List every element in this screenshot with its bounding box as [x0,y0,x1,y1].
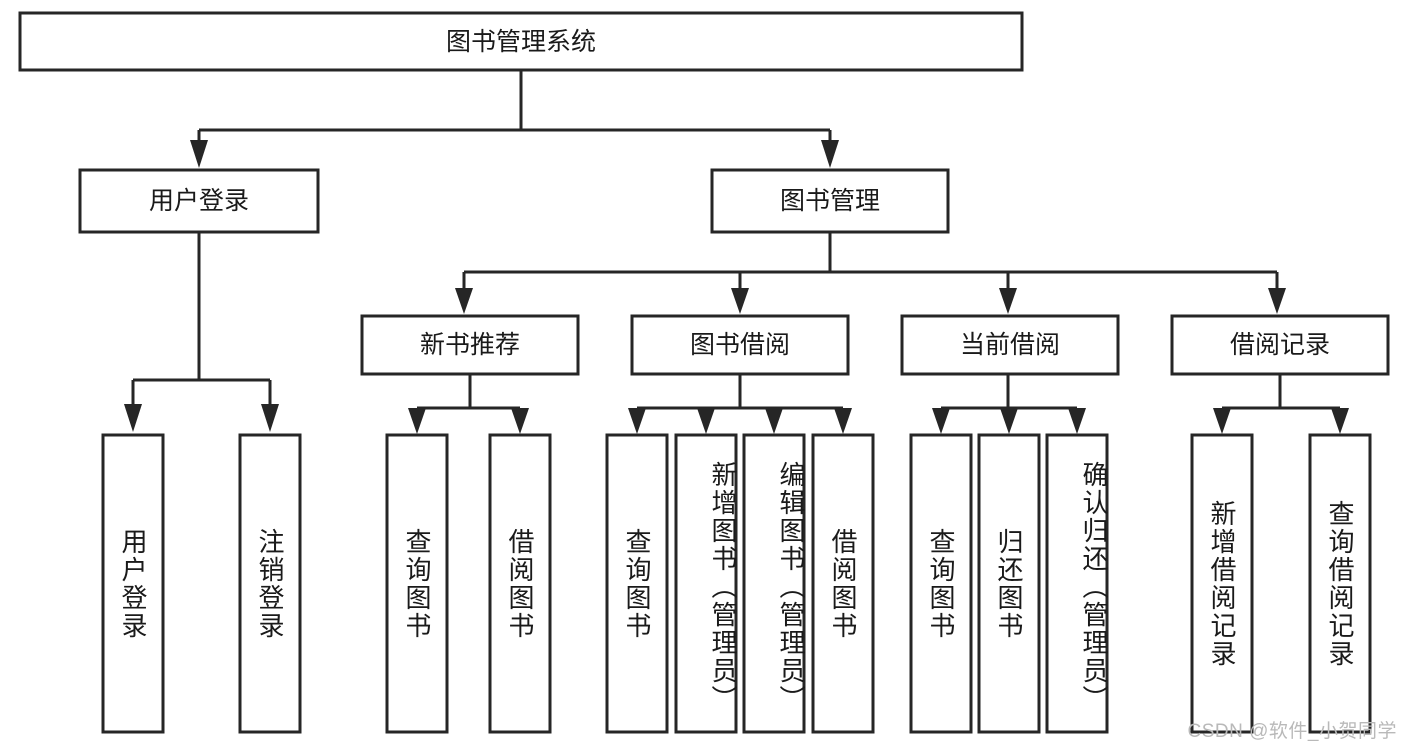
arrow-head-book-borrow [731,288,749,314]
arrow-head-leaf-borrow-book-2 [834,408,852,434]
connector-group-borrow-record [1213,374,1349,434]
connector-group-new-book-recommend [408,374,529,434]
arrow-head-current-borrow [999,288,1017,314]
csdn-watermark: CSDN @软件_小贺同学 [1187,721,1397,742]
arrow-head-leaf-add-book [697,408,715,434]
connector-group-root [190,70,839,168]
node-box-leaf-borrow-book-1[interactable] [488,433,552,734]
arrow-head-leaf-logout-login [261,404,279,432]
arrow-head-leaf-query-book-2 [628,408,646,434]
connector-group-user-login [124,232,279,432]
arrow-head-leaf-edit-book [765,408,783,434]
arrow-head-leaf-confirm-return [1068,408,1086,434]
connector-group-current-borrow [932,374,1086,434]
node-box-leaf-query-book-2[interactable] [605,433,669,734]
arrow-head-leaf-query-book-1 [408,408,426,434]
arrow-head-leaf-borrow-book-1 [511,408,529,434]
node-box-book-manage[interactable] [710,168,950,234]
arrow-head-leaf-query-book-3 [932,408,950,434]
node-box-leaf-query-book-3[interactable] [909,433,973,734]
node-box-current-borrow[interactable] [900,314,1120,376]
node-box-leaf-logout-login[interactable] [238,433,302,734]
arrow-head-user-login [190,140,208,168]
arrow-head-leaf-user-login [124,404,142,432]
node-box-root[interactable] [18,11,1024,72]
node-box-book-borrow[interactable] [630,314,850,376]
connector-group-book-manage [455,232,1286,314]
node-box-user-login[interactable] [78,168,320,234]
node-box-leaf-add-record[interactable] [1190,433,1254,734]
arrow-head-new-book-recommend [455,288,473,314]
node-box-leaf-user-login[interactable] [101,433,165,734]
node-box-leaf-confirm-return[interactable] [1045,433,1109,734]
arrow-head-borrow-record [1268,288,1286,314]
node-label-current-borrow: 当前借阅 [960,331,1060,359]
node-label-book-manage: 图书管理 [780,187,880,215]
node-box-leaf-query-book-1[interactable] [385,433,449,734]
node-box-leaf-query-record[interactable] [1308,433,1372,734]
node-box-leaf-edit-book[interactable] [742,433,806,734]
node-box-new-book-recommend[interactable] [360,314,580,376]
connector-group-book-borrow [628,374,852,434]
node-box-borrow-record[interactable] [1170,314,1390,376]
node-label-book-borrow: 图书借阅 [690,331,790,359]
node-box-leaf-return-book[interactable] [977,433,1041,734]
node-label-new-book-recommend: 新书推荐 [420,331,520,359]
arrow-head-leaf-add-record [1213,408,1231,434]
node-label-user-login: 用户登录 [149,187,249,215]
node-box-leaf-add-book[interactable] [674,433,738,734]
arrow-head-leaf-query-record [1331,408,1349,434]
node-label-root: 图书管理系统 [446,28,596,56]
arrow-head-book-manage [821,140,839,168]
node-label-borrow-record: 借阅记录 [1230,331,1330,359]
node-box-leaf-borrow-book-2[interactable] [811,433,875,734]
arrow-head-leaf-return-book [1000,408,1018,434]
